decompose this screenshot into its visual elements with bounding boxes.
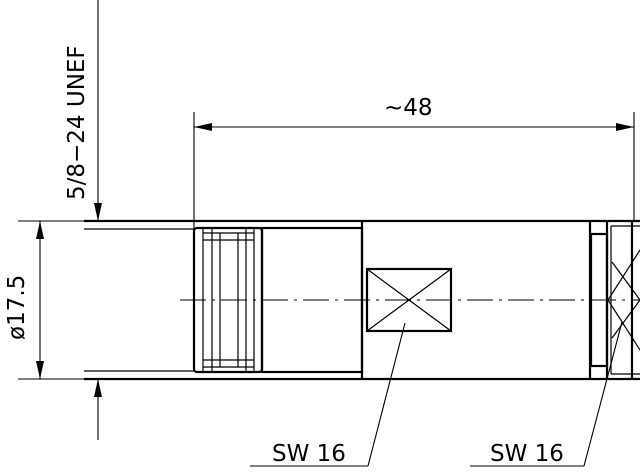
thread-dimension: 5/8−24 UNEF [64,0,102,440]
length-label: ~48 [384,95,433,121]
callout-wrench-body-label: SW 16 [272,441,346,467]
length-dimension: ~48 [193,95,635,229]
diameter-label: ø17.5 [4,275,30,340]
diameter-dimension: ø17.5 [4,220,84,380]
connector-outline [84,219,640,381]
callout-wrench-nut-label: SW 16 [490,441,564,467]
thread-label: 5/8−24 UNEF [64,45,90,200]
callout-wrench-nut: SW 16 [470,321,623,467]
callout-wrench-body: SW 16 [250,322,406,467]
